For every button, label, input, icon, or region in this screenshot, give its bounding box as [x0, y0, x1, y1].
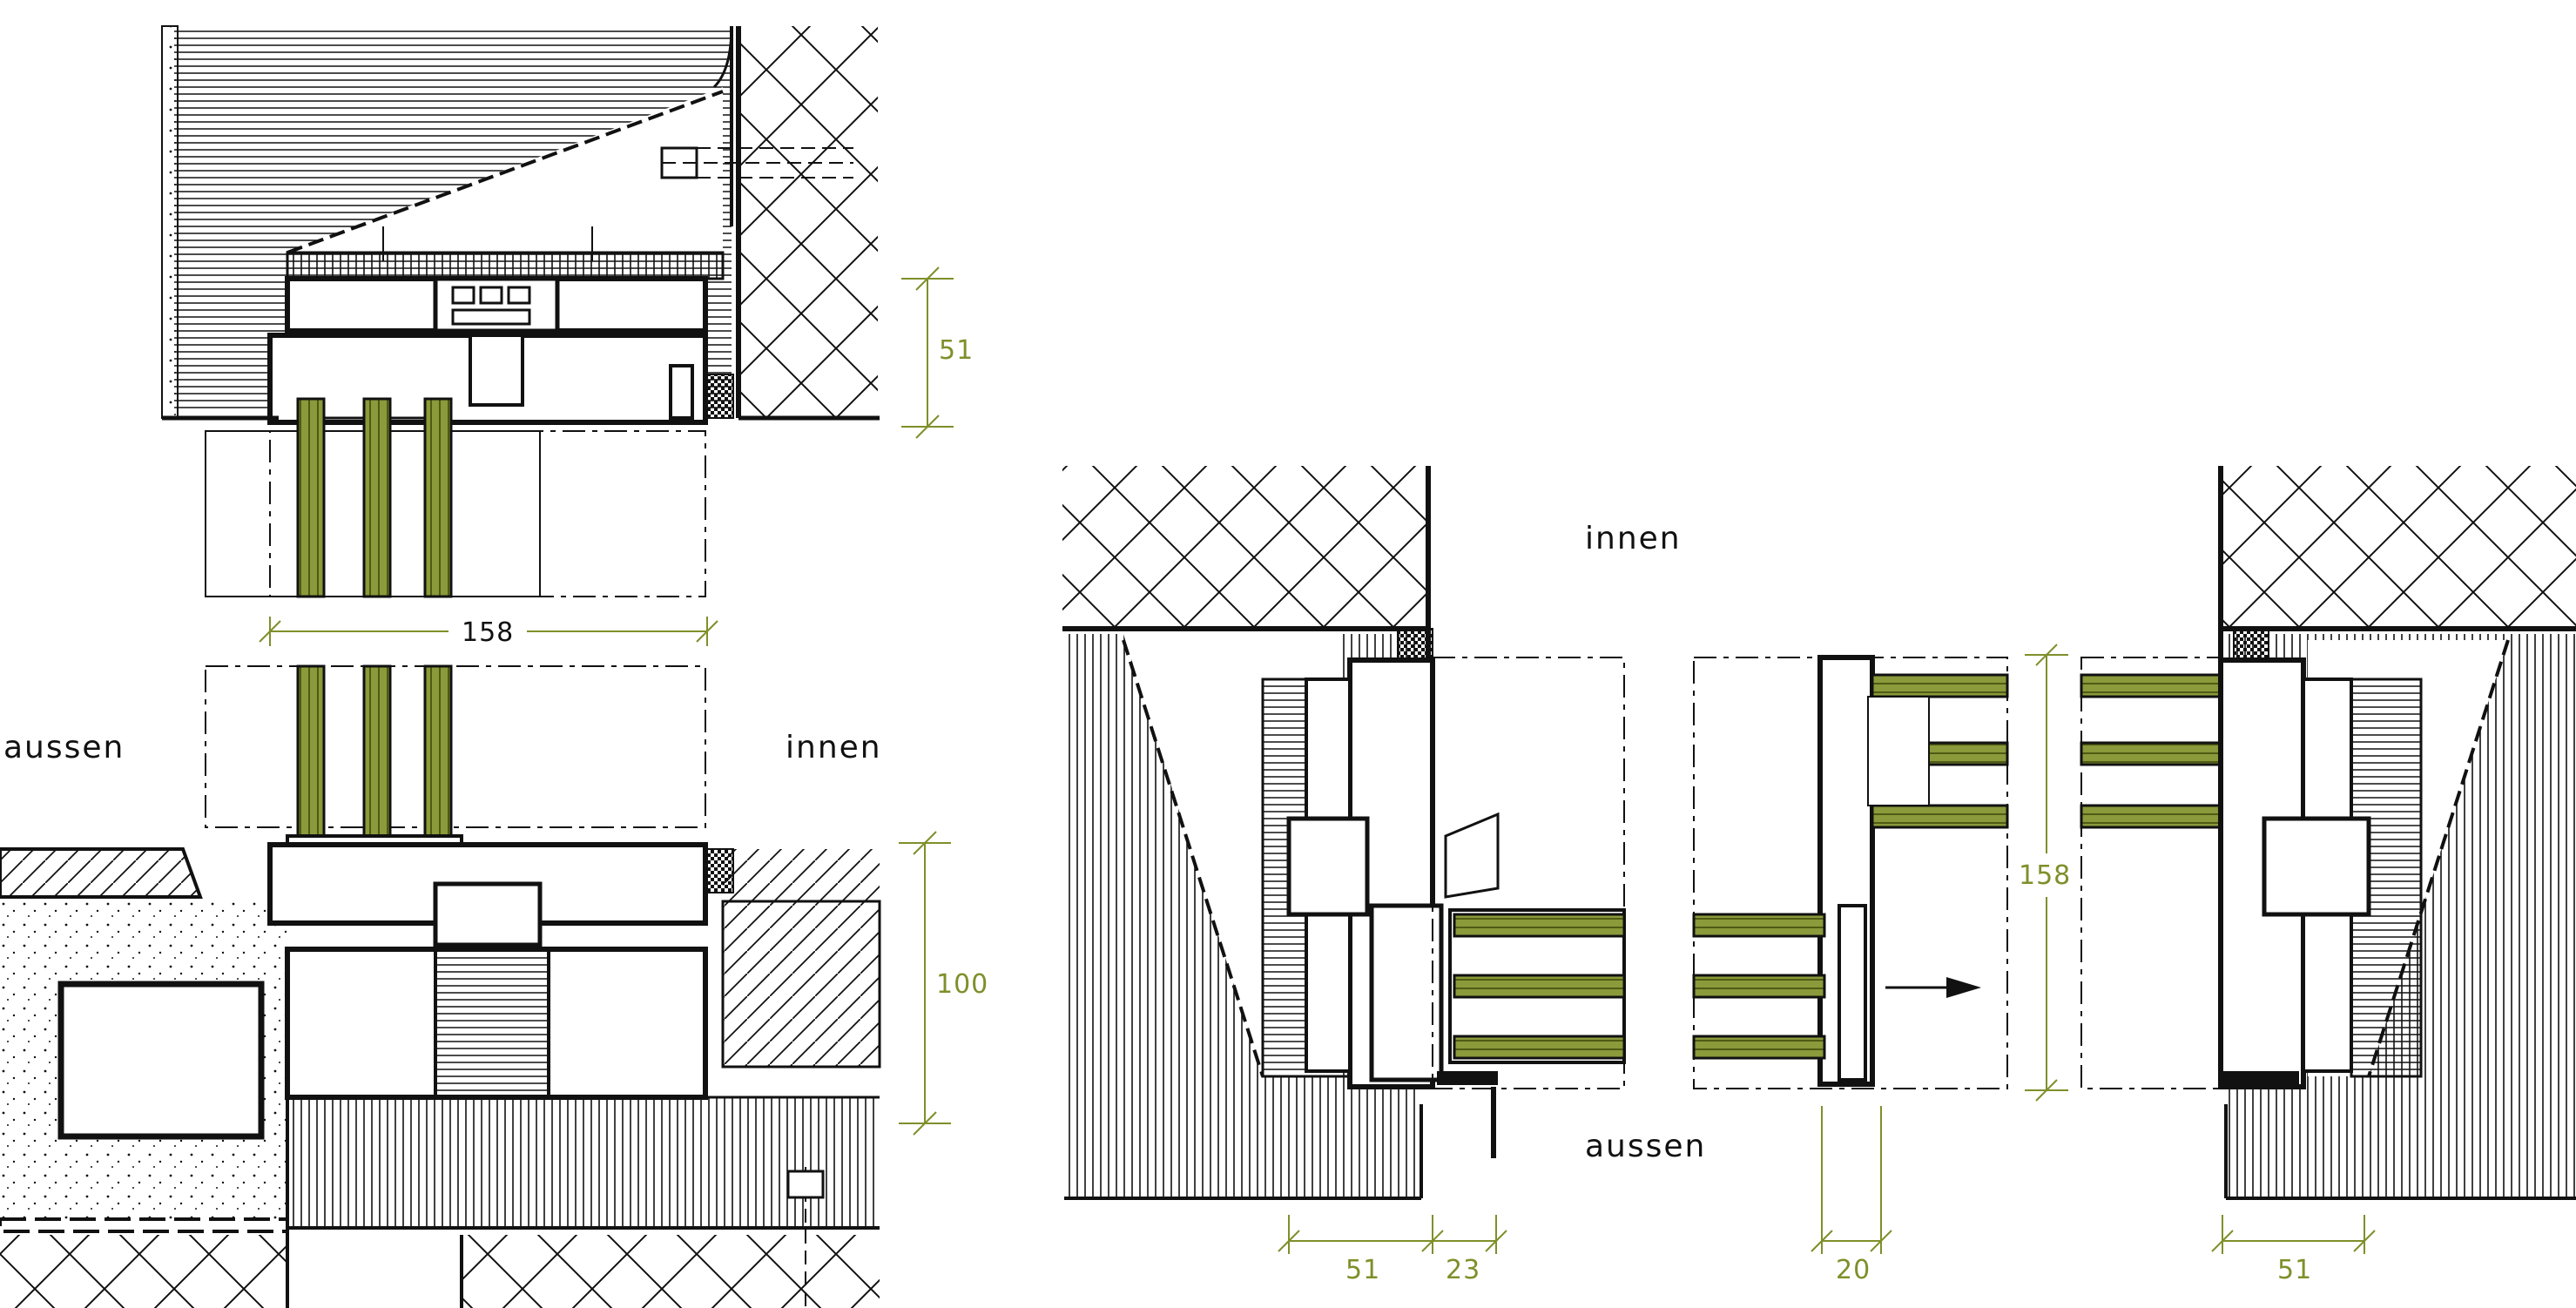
- sill-glass-3: [423, 664, 453, 868]
- dim-sash-profile: 20: [1811, 1106, 1892, 1285]
- arrow-right-icon: [1885, 977, 1981, 998]
- plan-handle: [1444, 812, 1500, 899]
- plan-fixed-pane-outline: [1432, 657, 1625, 1089]
- plan-glass-right-1: [2080, 673, 2235, 698]
- interior-screed: [723, 849, 880, 901]
- label-inside-left: innen: [786, 730, 882, 765]
- sill-glass-1: [296, 664, 326, 868]
- plan-glass-sash-1: [1453, 913, 1626, 938]
- dim-plan-height: 158: [2019, 644, 2074, 1102]
- plan-glass-right-3: [2080, 804, 2235, 829]
- svg-text:158: 158: [462, 617, 514, 648]
- plan-glass-sash-3: [1453, 1035, 1626, 1060]
- plan-glass-sash-2: [1453, 974, 1626, 999]
- head-frame-top: [286, 251, 725, 280]
- anchor-bolt: [660, 146, 853, 179]
- svg-text:51: 51: [939, 335, 974, 366]
- label-outside-plan: aussen: [1585, 1129, 1706, 1164]
- label-outside-left: aussen: [3, 730, 125, 765]
- dim-jamb-right: 51: [2211, 1215, 2376, 1285]
- dim-head-height: 51: [901, 266, 974, 439]
- dim-jamb-left: 51: [1278, 1215, 1444, 1285]
- dim-sill-height: 100: [899, 831, 988, 1136]
- head-section: [161, 25, 880, 598]
- lintel-plaster: [161, 25, 179, 419]
- plan-glass-mid-1: [1692, 913, 1826, 938]
- head-glass-3: [423, 397, 453, 598]
- wall-masonry-head: [738, 26, 878, 418]
- head-glass-1: [296, 397, 326, 598]
- svg-text:51: 51: [1345, 1255, 1380, 1285]
- plan-wall-right: [2221, 466, 2576, 627]
- dim-frame-depth: 158: [259, 614, 718, 649]
- foundation-masonry: [0, 1235, 287, 1308]
- svg-text:51: 51: [2277, 1255, 2312, 1285]
- floor-insulation: [287, 1097, 880, 1228]
- dim-sash-offset: 23: [1433, 1215, 1507, 1285]
- plan-glass-mid-3: [1692, 1035, 1826, 1060]
- plan-glass-fixed-3: [1871, 804, 2009, 829]
- plan-glass-mid-2: [1692, 974, 1826, 999]
- svg-text:20: 20: [1836, 1255, 1871, 1285]
- head-glass-2: [362, 397, 392, 598]
- exterior-sill-stone: [0, 847, 203, 899]
- svg-text:23: 23: [1446, 1255, 1480, 1285]
- interior-wall-sill: [721, 900, 881, 1069]
- sill-glass-2: [362, 664, 392, 868]
- svg-text:158: 158: [2019, 860, 2071, 891]
- plan-wall-left: [1062, 466, 1428, 627]
- svg-text:100: 100: [936, 969, 988, 1000]
- plan-section: [1062, 466, 2576, 1200]
- floor-membrane: [0, 1217, 289, 1233]
- label-inside-plan: innen: [1585, 521, 1682, 556]
- plan-glass-fixed-1: [1871, 673, 2009, 698]
- sill-section: [0, 664, 881, 1308]
- plan-glass-right-2: [2080, 741, 2235, 766]
- head-seal: [705, 374, 734, 419]
